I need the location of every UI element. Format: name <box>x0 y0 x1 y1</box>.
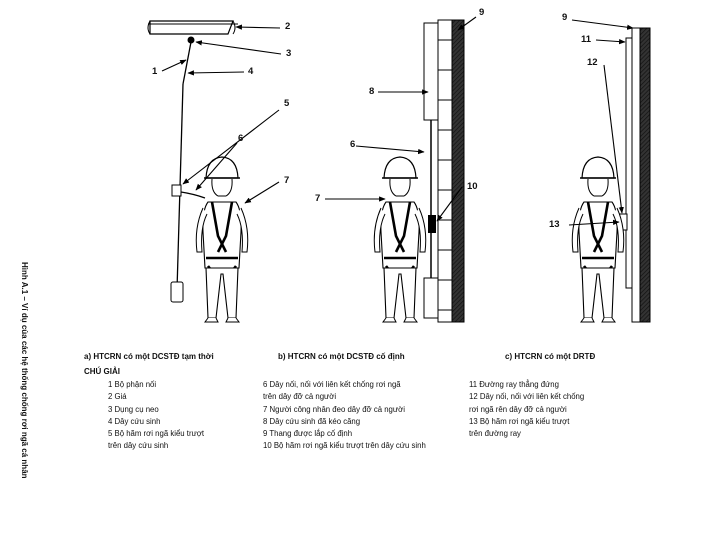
legend-col-2: 6 Dây nối, nối với liên kết chống rơi ng… <box>263 379 426 453</box>
legend-item: rơi ngã rên dây đỡ cả người <box>469 404 567 414</box>
legend-item: trên đường ray <box>469 429 521 439</box>
figure-title: Hình A.1 – Ví dụ của các hệ thống chống … <box>20 262 29 479</box>
caption-c: c) HTCRN có một DRTĐ <box>505 352 596 361</box>
callout-8: 8 <box>369 86 375 97</box>
callout-1: 1 <box>152 66 158 77</box>
legend-heading: CHÚ GIẢI <box>84 367 120 376</box>
legend-item: 3 Dụng cụ neo <box>108 404 159 414</box>
legend-item: 11 Đường ray thẳng đứng <box>469 380 559 389</box>
callout-3: 3 <box>286 48 292 59</box>
caption-a: a) HTCRN có một DCSTĐ tạm thời <box>84 352 214 361</box>
callout-2: 2 <box>285 21 291 32</box>
legend-item: trên dây đỡ cả người <box>263 392 337 402</box>
callout-5: 5 <box>284 98 290 109</box>
caption-b: b) HTCRN có một DCSTĐ cố định <box>278 352 405 361</box>
callout-7a: 7 <box>284 175 290 186</box>
panel-b-drawing <box>372 19 465 324</box>
legend-item: 13 Bộ hãm rơi ngã kiểu trượt <box>469 416 570 426</box>
callout-9c: 9 <box>562 12 568 23</box>
legend-item: trên dây cứu sinh <box>108 441 169 451</box>
legend-item: 7 Người công nhân đeo dây đỡ cả người <box>263 404 405 414</box>
legend-item: 1 Bộ phận nối <box>108 380 157 389</box>
legend-col-3: 11 Đường ray thẳng đứng 12 Dây nối, nối … <box>469 379 584 440</box>
legend-item: 5 Bộ hãm rơi ngã kiểu trượt <box>108 429 205 439</box>
callout-11: 11 <box>581 34 592 45</box>
legend-item: 8 Dây cứu sinh đã kéo căng <box>263 416 361 426</box>
callout-12: 12 <box>587 57 598 68</box>
callout-13: 13 <box>549 219 560 230</box>
callout-9b: 9 <box>479 7 485 18</box>
legend-col-1: 1 Bộ phận nối 2 Giá 3 Dụng cụ neo 4 Dây … <box>108 379 204 453</box>
panel-c-drawing <box>570 27 651 324</box>
callout-10: 10 <box>467 181 478 192</box>
legend-item: 10 Bộ hãm rơi ngã kiểu trượt trên dây cứ… <box>263 441 426 451</box>
legend-item: 6 Dây nối, nối với liên kết chống rơi ng… <box>263 380 401 389</box>
legend-item: 9 Thang được lắp cố định <box>263 429 353 439</box>
callout-4: 4 <box>248 66 254 77</box>
callout-7b: 7 <box>315 193 321 204</box>
callout-6a: 6 <box>238 133 244 144</box>
legend-item: 12 Dây nối, nối với liên kết chống <box>469 392 585 402</box>
legend-item: 2 Giá <box>108 392 127 402</box>
fall-arrest-diagram <box>147 16 651 324</box>
callout-6b: 6 <box>350 139 356 150</box>
leader-lines <box>161 16 634 226</box>
legend-item: 4 Dây cứu sinh <box>108 416 161 426</box>
panel-a-drawing <box>147 20 250 324</box>
